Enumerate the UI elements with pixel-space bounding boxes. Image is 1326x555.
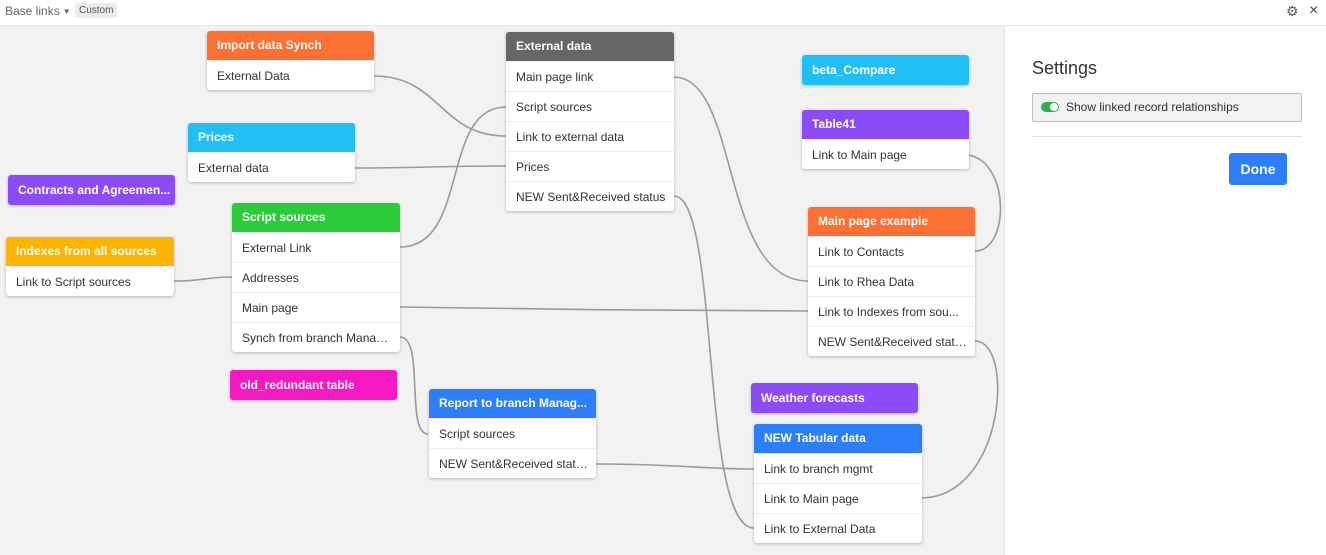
toggle-knob: [1050, 103, 1058, 111]
field-row[interactable]: Link to Rhea Data: [808, 266, 975, 296]
table-card-contracts[interactable]: Contracts and Agreemen...: [8, 175, 175, 205]
top-bar: Base links▼ Custom ⚙ ×: [0, 0, 1326, 26]
table-header[interactable]: Contracts and Agreemen...: [8, 175, 175, 205]
field-row[interactable]: Main page: [232, 292, 400, 322]
field-row[interactable]: Link to Indexes from sou...: [808, 296, 975, 326]
link-line: [921, 340, 999, 499]
link-line: [173, 276, 233, 282]
link-line: [399, 306, 809, 312]
table-header[interactable]: NEW Tabular data: [754, 424, 922, 453]
field-row[interactable]: NEW Sent&Received status: [506, 181, 674, 211]
table-card-beta-compare[interactable]: beta_Compare: [802, 55, 969, 85]
table-header[interactable]: old_redundant table: [230, 370, 397, 400]
table-card-main-page-example[interactable]: Main page example Link to Contacts Link …: [808, 207, 975, 356]
field-row[interactable]: NEW Sent&Received status: [429, 448, 596, 478]
table-card-indexes[interactable]: Indexes from all sources Link to Script …: [6, 237, 174, 296]
field-row[interactable]: Link to external data: [506, 121, 674, 151]
link-line: [399, 106, 507, 248]
link-line: [354, 165, 507, 169]
table-header[interactable]: Weather forecasts: [751, 383, 918, 413]
table-card-table41[interactable]: Table41 Link to Main page: [802, 110, 969, 169]
table-card-old-redundant[interactable]: old_redundant table: [230, 370, 397, 400]
custom-badge: Custom: [75, 3, 118, 18]
field-row[interactable]: Main page link: [506, 61, 674, 91]
field-row[interactable]: Link to Contacts: [808, 236, 975, 266]
table-card-external-data[interactable]: External data Main page link Script sour…: [506, 32, 674, 211]
table-card-new-tabular[interactable]: NEW Tabular data Link to branch mgmt Lin…: [754, 424, 922, 543]
settings-title: Settings: [1032, 58, 1098, 78]
gear-icon[interactable]: ⚙: [1286, 3, 1299, 19]
settings-panel: Settings Show linked record relationship…: [1004, 26, 1326, 555]
link-line: [673, 76, 809, 282]
table-header[interactable]: Report to branch Manag...: [429, 389, 596, 418]
field-row[interactable]: External Data: [207, 60, 374, 90]
table-card-weather[interactable]: Weather forecasts: [751, 383, 918, 413]
table-header[interactable]: External data: [506, 32, 674, 61]
table-card-import-data-synch[interactable]: Import data Synch External Data: [207, 31, 374, 90]
link-line: [595, 463, 755, 470]
field-row[interactable]: Prices: [506, 151, 674, 181]
table-header[interactable]: beta_Compare: [802, 55, 969, 85]
field-row[interactable]: Link to External Data: [754, 513, 922, 543]
table-card-script-sources[interactable]: Script sources External Link Addresses M…: [232, 203, 400, 352]
field-row[interactable]: Link to branch mgmt: [754, 453, 922, 483]
field-row[interactable]: NEW Sent&Received status: [808, 326, 975, 356]
link-line: [399, 336, 429, 435]
table-card-prices[interactable]: Prices External data: [188, 123, 355, 182]
toggle-label: Show linked record relationships: [1066, 100, 1239, 114]
divider: [1032, 136, 1302, 137]
table-header[interactable]: Table41: [802, 110, 969, 139]
field-row[interactable]: Script sources: [506, 91, 674, 121]
field-row[interactable]: Link to Main page: [802, 139, 969, 169]
table-header[interactable]: Import data Synch: [207, 31, 374, 60]
table-header[interactable]: Script sources: [232, 203, 400, 232]
field-row[interactable]: Link to Script sources: [6, 266, 174, 296]
field-row[interactable]: External data: [188, 152, 355, 182]
done-button[interactable]: Done: [1229, 153, 1287, 185]
link-line: [673, 195, 755, 529]
diagram-canvas[interactable]: Import data Synch External Data External…: [0, 26, 1004, 555]
base-links-dropdown[interactable]: Base links▼: [5, 4, 71, 18]
link-lines: [173, 75, 1002, 529]
table-header[interactable]: Main page example: [808, 207, 975, 236]
table-card-report-branch[interactable]: Report to branch Manag... Script sources…: [429, 389, 596, 478]
linked-relationships-toggle[interactable]: Show linked record relationships: [1032, 93, 1302, 122]
table-header[interactable]: Prices: [188, 123, 355, 152]
toggle-switch-icon[interactable]: [1041, 102, 1059, 112]
field-row[interactable]: Synch from branch Manag...: [232, 322, 400, 352]
base-links-title: Base links: [5, 4, 60, 18]
link-line: [373, 75, 507, 137]
field-row[interactable]: Addresses: [232, 262, 400, 292]
field-row[interactable]: Link to Main page: [754, 483, 922, 513]
table-header[interactable]: Indexes from all sources: [6, 237, 174, 266]
link-line: [967, 154, 1002, 252]
close-icon[interactable]: ×: [1309, 2, 1319, 19]
field-row[interactable]: External Link: [232, 232, 400, 262]
chevron-down-icon: ▼: [62, 7, 71, 16]
field-row[interactable]: Script sources: [429, 418, 596, 448]
